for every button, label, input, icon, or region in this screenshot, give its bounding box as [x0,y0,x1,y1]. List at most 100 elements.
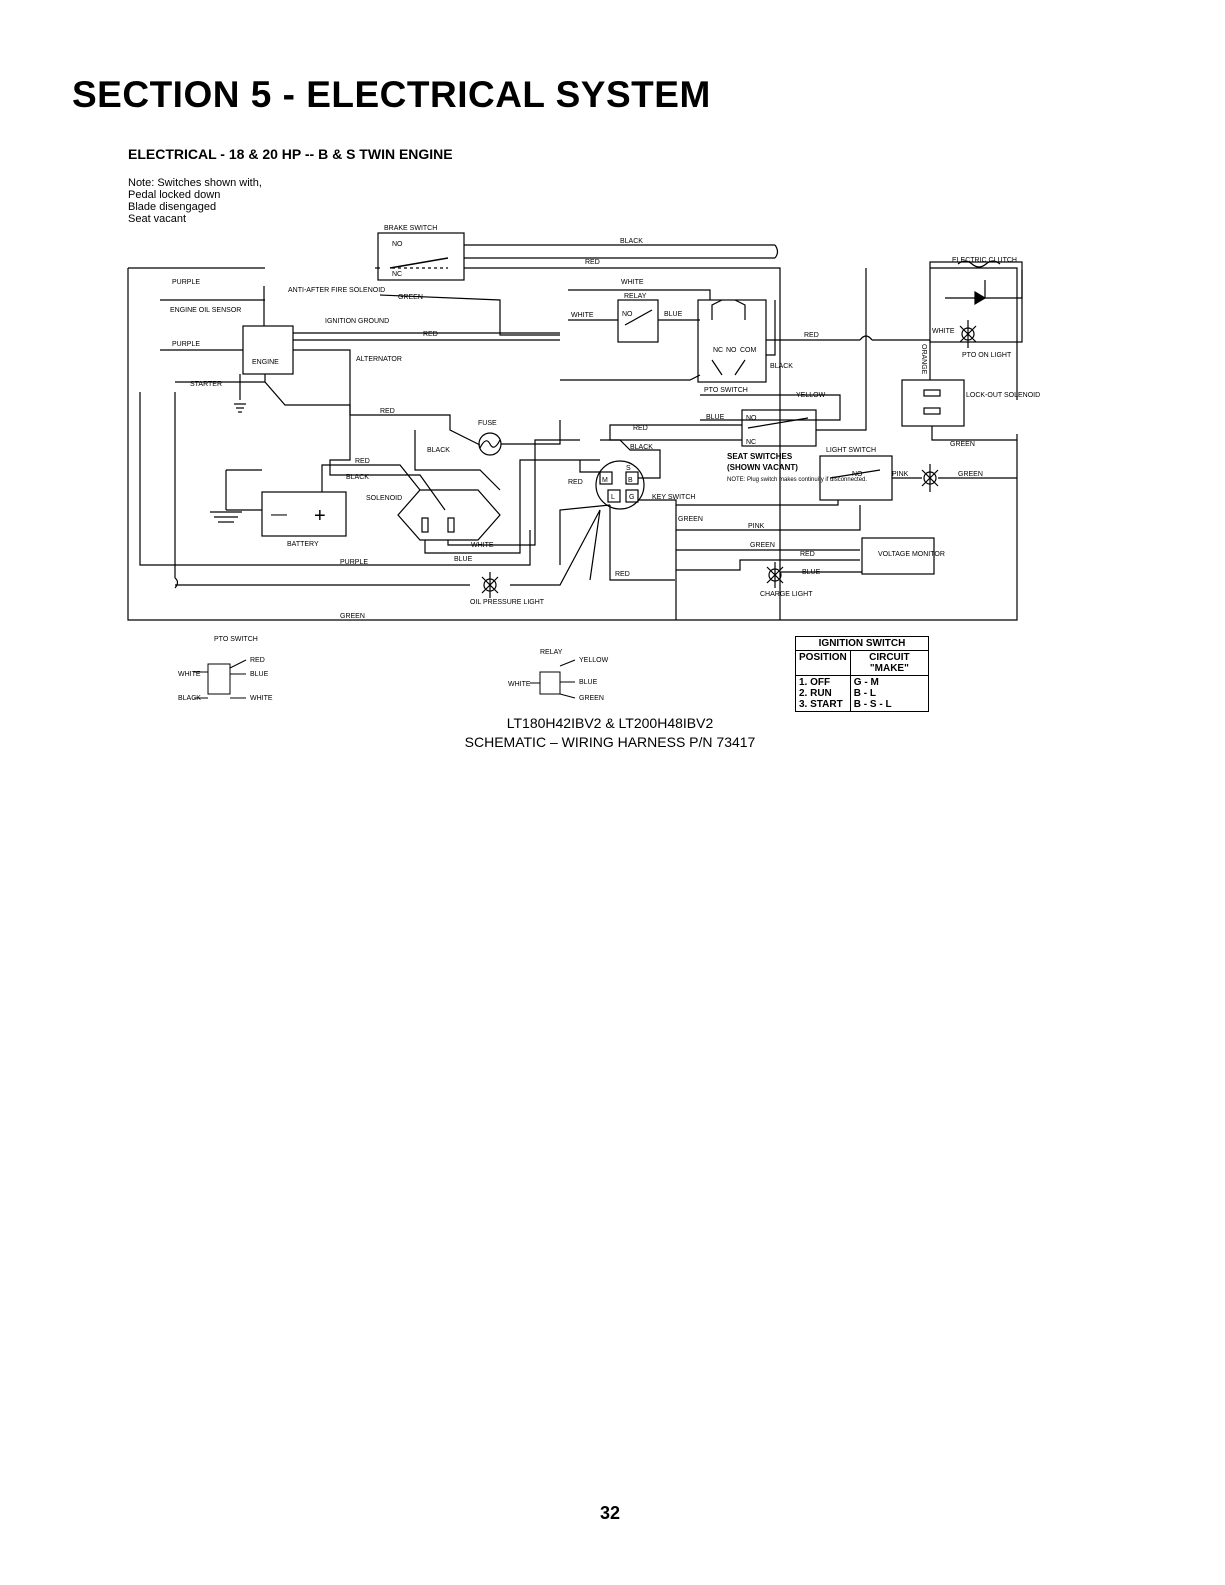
switch-notes: Note: Switches shown with, Pedal locked … [128,177,262,225]
pto-legend-black: BLACK [178,695,201,702]
wire-green-label: GREEN [340,613,365,620]
wire-black-label: BLACK [620,238,643,245]
pto-legend-label: PTO SWITCH [214,636,258,643]
pto-com-label: COM [740,347,757,354]
wire-green-label: GREEN [958,471,983,478]
seat-switches-state: (SHOWN VACANT) [727,463,798,472]
pto-nc-label: NC [713,347,723,354]
contact-nc-label: NC [392,271,402,278]
pto-legend-box [207,663,231,695]
col-position: POSITION [795,650,851,676]
relay-no-label: NO [622,311,633,318]
seat-nc-label: NC [746,439,756,446]
wire-white-label: WHITE [621,279,644,286]
wire-red-label: RED [423,331,438,338]
wire-purple-label: PURPLE [172,341,200,348]
engine-label: ENGINE [252,359,279,366]
model-numbers: LT180H42IBV2 & LT200H48IBV2 [506,715,714,731]
wire-red-label: RED [568,479,583,486]
wire-black-label: BLACK [427,447,450,454]
alternator-label: ALTERNATOR [356,356,402,363]
pto-legend-blue: BLUE [250,671,269,678]
key-l-label: L [611,494,615,501]
fuse-label: FUSE [478,420,497,427]
contact-no-label: NO [392,241,403,248]
voltage-monitor-label: VOLTAGE MONITOR [878,551,945,558]
position-off: 1. OFF [799,677,831,688]
wire-orange-label: ORANGE [920,344,927,375]
lock-out-solenoid-box [901,379,965,427]
wiring-schematic: BRAKE SWITCH NO NC BLACK RED PURPLE ANTI… [127,225,1040,702]
wire-red-label: RED [355,458,370,465]
oil-pressure-light-label: OIL PRESSURE LIGHT [470,599,545,606]
anti-after-fire-label: ANTI-AFTER FIRE SOLENOID [288,287,385,294]
wire-red-label: RED [800,551,815,558]
position-run: 2. RUN [799,688,832,699]
wire-white-label: WHITE [571,312,594,319]
schematic-caption: LT180H42IBV2 & LT200H48IBV2 SCHEMATIC – … [400,714,820,752]
seat-note-text: NOTE: Plug switch makes continuity if di… [727,477,867,483]
lock-out-solenoid-label: LOCK-OUT SOLENOID [966,392,1040,399]
pto-switch-label: PTO SWITCH [704,387,748,394]
schematic-title: SCHEMATIC – WIRING HARNESS P/N 73417 [464,734,756,750]
wire-purple-label: PURPLE [340,559,368,566]
seat-switches-label: SEAT SWITCHES [727,452,793,461]
pto-legend-red: RED [250,657,265,664]
table-cell: G - M B - L B - S - L [849,675,930,712]
wire-white-label: WHITE [932,328,955,335]
relay-legend-yellow: YELLOW [579,657,609,664]
wire-pink-label: PINK [748,523,765,530]
relay-legend-white: WHITE [508,681,531,688]
key-switch-label: KEY SWITCH [652,494,695,501]
col-circuit: CIRCUIT "MAKE" [849,650,930,676]
pto-legend-white2: WHITE [250,695,273,702]
wire-red-label: RED [585,259,600,266]
brake-switch-label: BRAKE SWITCH [384,225,437,232]
key-switch-circle [595,460,645,510]
wire-purple-label: PURPLE [172,279,200,286]
note-line: Seat vacant [128,213,187,225]
solenoid-shape [397,489,501,541]
wire-black-label: BLACK [770,363,793,370]
wire-blue-label: BLUE [802,569,821,576]
relay-legend-blue: BLUE [579,679,598,686]
pto-legend-white: WHITE [178,671,201,678]
engine-box [242,325,294,375]
seat-no-label: NO [746,415,757,422]
wire-pink-label: PINK [892,471,909,478]
key-b-label: B [628,477,633,484]
light-no-label: NO [852,471,863,478]
circuit-run: B - L [853,688,877,699]
ignition-switch-table: IGNITION SWITCH POSITION CIRCUIT "MAKE" … [795,636,930,712]
seat-switches-box [741,409,817,447]
solenoid-label: SOLENOID [366,495,402,502]
wire-red-label: RED [804,332,819,339]
charge-light-label: CHARGE LIGHT [760,591,813,598]
relay-legend-green: GREEN [579,695,604,702]
pto-on-light-label: PTO ON LIGHT [962,352,1012,359]
wire-red-label: RED [380,408,395,415]
wire-black-label: BLACK [630,444,653,451]
note-line: Pedal locked down [128,189,221,201]
ignition-ground-label: IGNITION GROUND [325,318,389,325]
relay-box [617,299,659,343]
battery-plus: + [314,505,326,527]
wire-red-label: RED [615,571,630,578]
section-title: SECTION 5 - ELECTRICAL SYSTEM [72,74,711,115]
note-line: Note: Switches shown with, [128,177,262,189]
ignition-table-title: IGNITION SWITCH [795,636,929,651]
wire-white-label: WHITE [471,542,494,549]
wire-black-label: BLACK [346,474,369,481]
wire-blue-label: BLUE [706,414,725,421]
engine-oil-sensor-label: ENGINE OIL SENSOR [170,307,241,314]
key-g-label: G [629,494,634,501]
key-m-label: M [602,477,608,484]
pto-switch-box [697,299,767,383]
wire-green-label: GREEN [678,516,703,523]
wire-blue-label: BLUE [454,556,473,563]
pto-no-label: NO [726,347,737,354]
note-line: Blade disengaged [128,201,217,213]
wire-green-label: GREEN [750,542,775,549]
diagram-subtitle: ELECTRICAL - 18 & 20 HP -- B & S TWIN EN… [128,146,453,162]
voltage-monitor-box [861,537,935,575]
